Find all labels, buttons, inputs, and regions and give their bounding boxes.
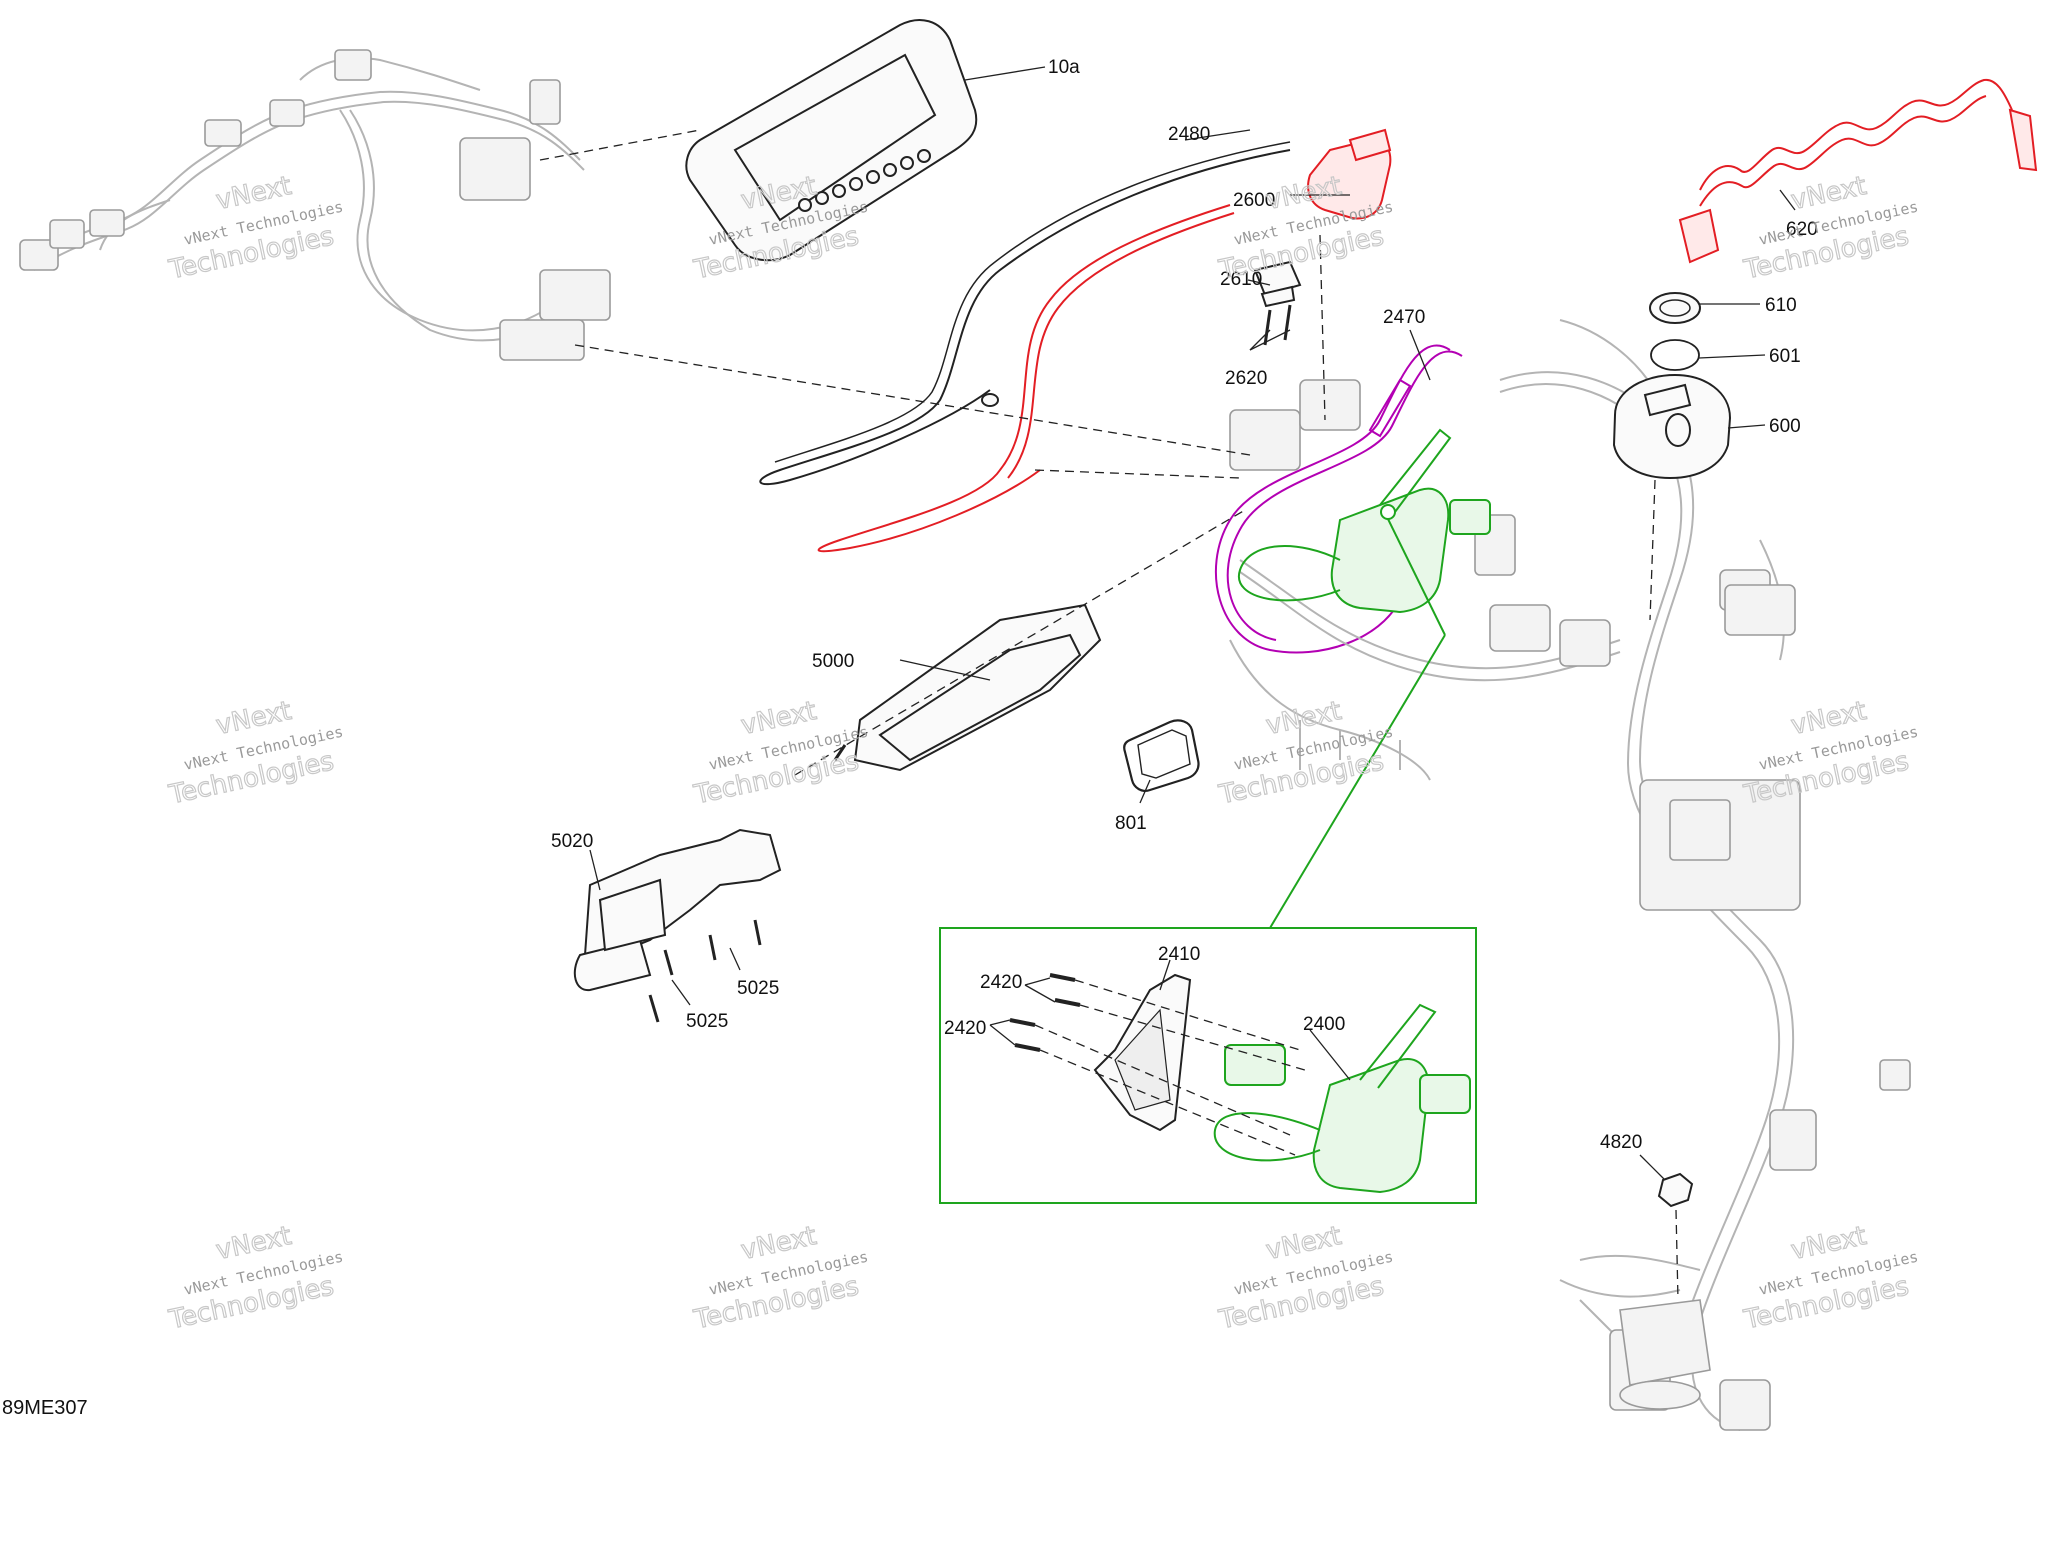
callout-5000: 5000 xyxy=(812,651,854,672)
cable-2480 xyxy=(759,141,1291,486)
gasket-801 xyxy=(1123,719,1200,792)
drawing-number: 89ME307 xyxy=(2,1397,88,1419)
cluster-buttons xyxy=(798,149,931,212)
callout-2400: 2400 xyxy=(1303,1014,1345,1035)
switch-2610 xyxy=(1253,260,1302,346)
upper-left-harness xyxy=(19,49,611,361)
callout-610: 610 xyxy=(1765,295,1797,316)
nut-4820 xyxy=(1657,1172,1694,1208)
callout-5020: 5020 xyxy=(551,831,593,852)
callout-2420-b: 2420 xyxy=(944,1018,986,1039)
red-switch-2600 xyxy=(817,128,1392,553)
ring-610 xyxy=(1649,292,1701,324)
callouts: 10a 2480 2600 2610 2620 2470 620 610 601… xyxy=(551,57,1818,1153)
callout-2470: 2470 xyxy=(1383,307,1425,328)
callout-2600: 2600 xyxy=(1233,190,1275,211)
callout-2420-a: 2420 xyxy=(980,972,1022,993)
switch-2400 xyxy=(1213,1003,1471,1194)
leader-lines xyxy=(589,66,1796,1181)
callout-620: 620 xyxy=(1786,219,1818,240)
switch-600 xyxy=(1612,373,1732,480)
detail-box xyxy=(939,927,1477,1204)
screws-2420 xyxy=(1009,973,1081,1052)
module-5000 xyxy=(833,603,1102,772)
callout-5025-b: 5025 xyxy=(686,1011,728,1032)
callout-2410: 2410 xyxy=(1158,944,1200,965)
bracket-5020 xyxy=(573,828,782,1023)
instrument-cluster-10a xyxy=(685,19,978,262)
callout-2610: 2610 xyxy=(1220,269,1262,290)
callout-5025-a: 5025 xyxy=(737,978,779,999)
lanyard-620 xyxy=(1678,78,2038,264)
switch-cover-2410 xyxy=(1093,973,1192,1132)
washer-601 xyxy=(1650,339,1700,371)
solenoid xyxy=(1619,1299,1711,1410)
callout-4820: 4820 xyxy=(1600,1132,1642,1153)
callout-601: 601 xyxy=(1769,346,1801,367)
explosion-lines xyxy=(539,129,1679,1301)
callout-2480: 2480 xyxy=(1168,124,1210,145)
callout-600: 600 xyxy=(1769,416,1801,437)
callout-801: 801 xyxy=(1115,813,1147,834)
harness-2470 xyxy=(1215,344,1463,654)
callout-2620: 2620 xyxy=(1225,368,1267,389)
callout-10a: 10a xyxy=(1048,57,1080,78)
